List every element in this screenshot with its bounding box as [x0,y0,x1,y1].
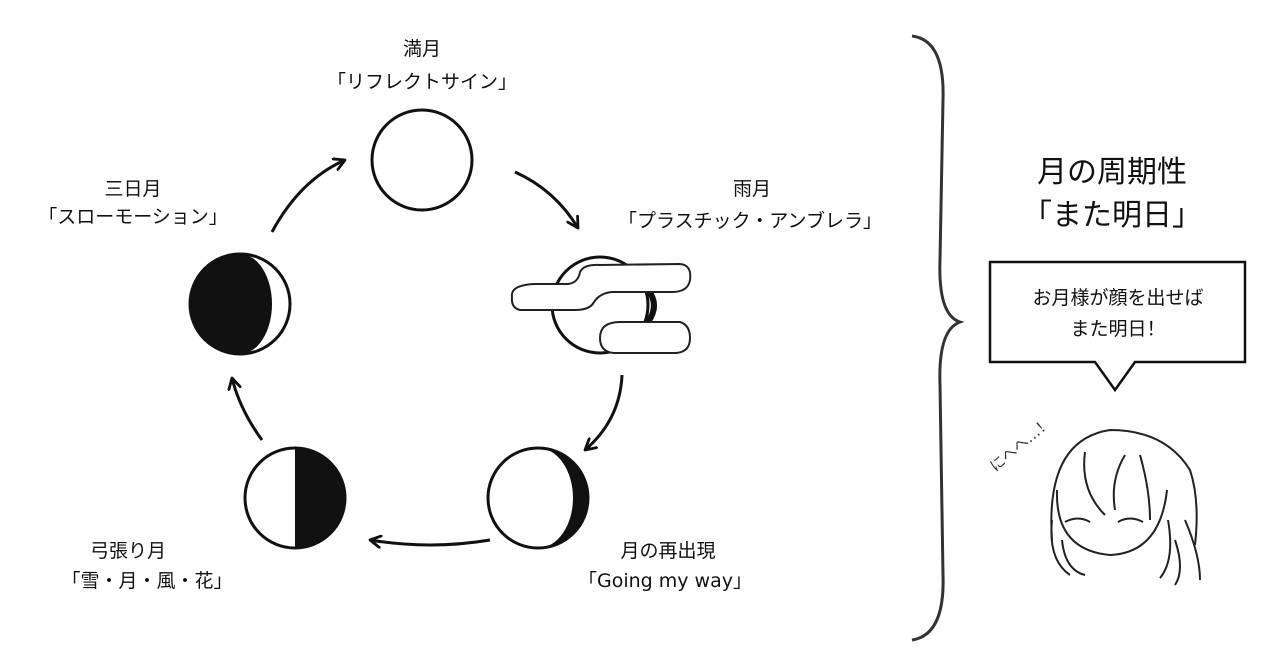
summary-title: 月の周期性 [1037,155,1187,190]
arrow-rain-to-reappear [585,374,624,450]
half-moon [243,446,347,550]
arrow-crescent-to-full [270,160,345,233]
phase-name-rain-moon: 雨月 [732,178,772,200]
arrow-half-to-crescent [232,378,264,441]
crescent-moon [188,252,292,356]
full-moon [370,108,474,212]
phase-name-reappearing-moon: 月の再出現 [620,540,716,562]
smiling-girl-character [1050,428,1201,586]
reappearing-moon [486,446,590,550]
speech-bubble [988,260,1247,393]
song-title-half-moon: 「雪・月・風・花」 [61,570,233,592]
phase-name-full-moon: 満月 [402,38,442,60]
summary-subtitle: 「また明日」 [1022,198,1202,233]
song-title-full-moon: 「リフレクトサイン」 [326,71,518,93]
rain-moon-cloud-covered [510,255,692,355]
speech-line-1: お月様が顔を出せば [1032,287,1204,309]
phase-name-crescent: 三日月 [104,178,162,200]
arrow-reappear-to-half [370,540,491,545]
song-title-rain-moon: 「プラスチック・アンブレラ」 [618,210,882,232]
song-title-crescent: 「スローモーション」 [38,206,228,228]
song-title-reappearing-moon: 「Going my way」 [578,570,752,592]
phase-name-half-moon: 弓張り月 [89,540,167,562]
curly-brace [911,34,965,642]
arrow-full-to-rain [514,170,578,228]
speech-line-2: また明日！ [1070,318,1166,340]
